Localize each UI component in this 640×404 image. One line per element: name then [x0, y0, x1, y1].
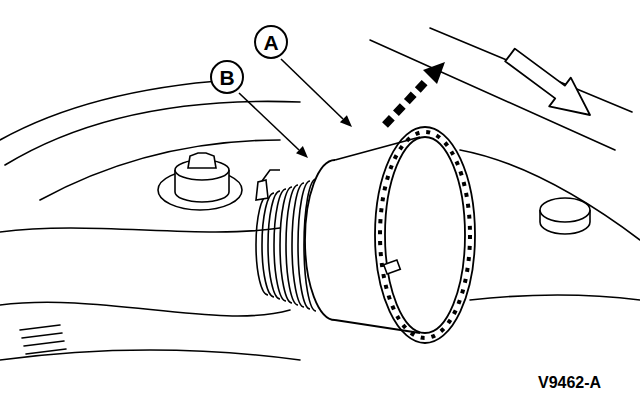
nozzle-pipe: [262, 170, 280, 181]
hose-upper-edge: [0, 228, 280, 232]
ribbed-part: [20, 325, 66, 354]
leader-arrowhead: [340, 115, 352, 127]
callout-letter: B: [219, 67, 234, 88]
corrugated-hose: [256, 179, 316, 311]
reservoir-cap: [540, 198, 590, 234]
shroud-line: [0, 80, 230, 140]
leader-lines: [239, 59, 352, 158]
removal-direction-arrow: [385, 62, 445, 125]
housing-line: [470, 295, 640, 300]
radiator-cap: [158, 153, 242, 210]
figure-number: V9462-A: [538, 374, 601, 392]
callout-circle: B: [210, 60, 244, 94]
leader-line: [281, 59, 343, 119]
housing-line: [460, 150, 640, 240]
nozzle: [256, 170, 280, 200]
vehicle-front-arrow: [505, 49, 590, 115]
cap-knob: [188, 153, 216, 168]
collar-edge: [305, 160, 335, 320]
hose-collar: [305, 137, 420, 333]
clamp-outer-edge: [375, 127, 475, 343]
clamp-inner-edge: [385, 137, 465, 333]
leader-arrowhead: [296, 146, 308, 158]
nozzle-body: [256, 180, 268, 200]
dashed-arrowhead: [423, 62, 445, 84]
reservoir-cap-top: [540, 198, 590, 222]
dashed-shaft: [385, 79, 428, 125]
callout-letter: A: [263, 32, 278, 53]
leader-line: [239, 93, 299, 150]
clamp-screw: [384, 260, 401, 274]
engine-bay-lines: [0, 28, 640, 360]
hose-clamp: [375, 127, 475, 343]
clamp-holes: [380, 132, 470, 338]
callout-circle: A: [254, 25, 288, 59]
hose-lower-edge: [0, 302, 290, 316]
